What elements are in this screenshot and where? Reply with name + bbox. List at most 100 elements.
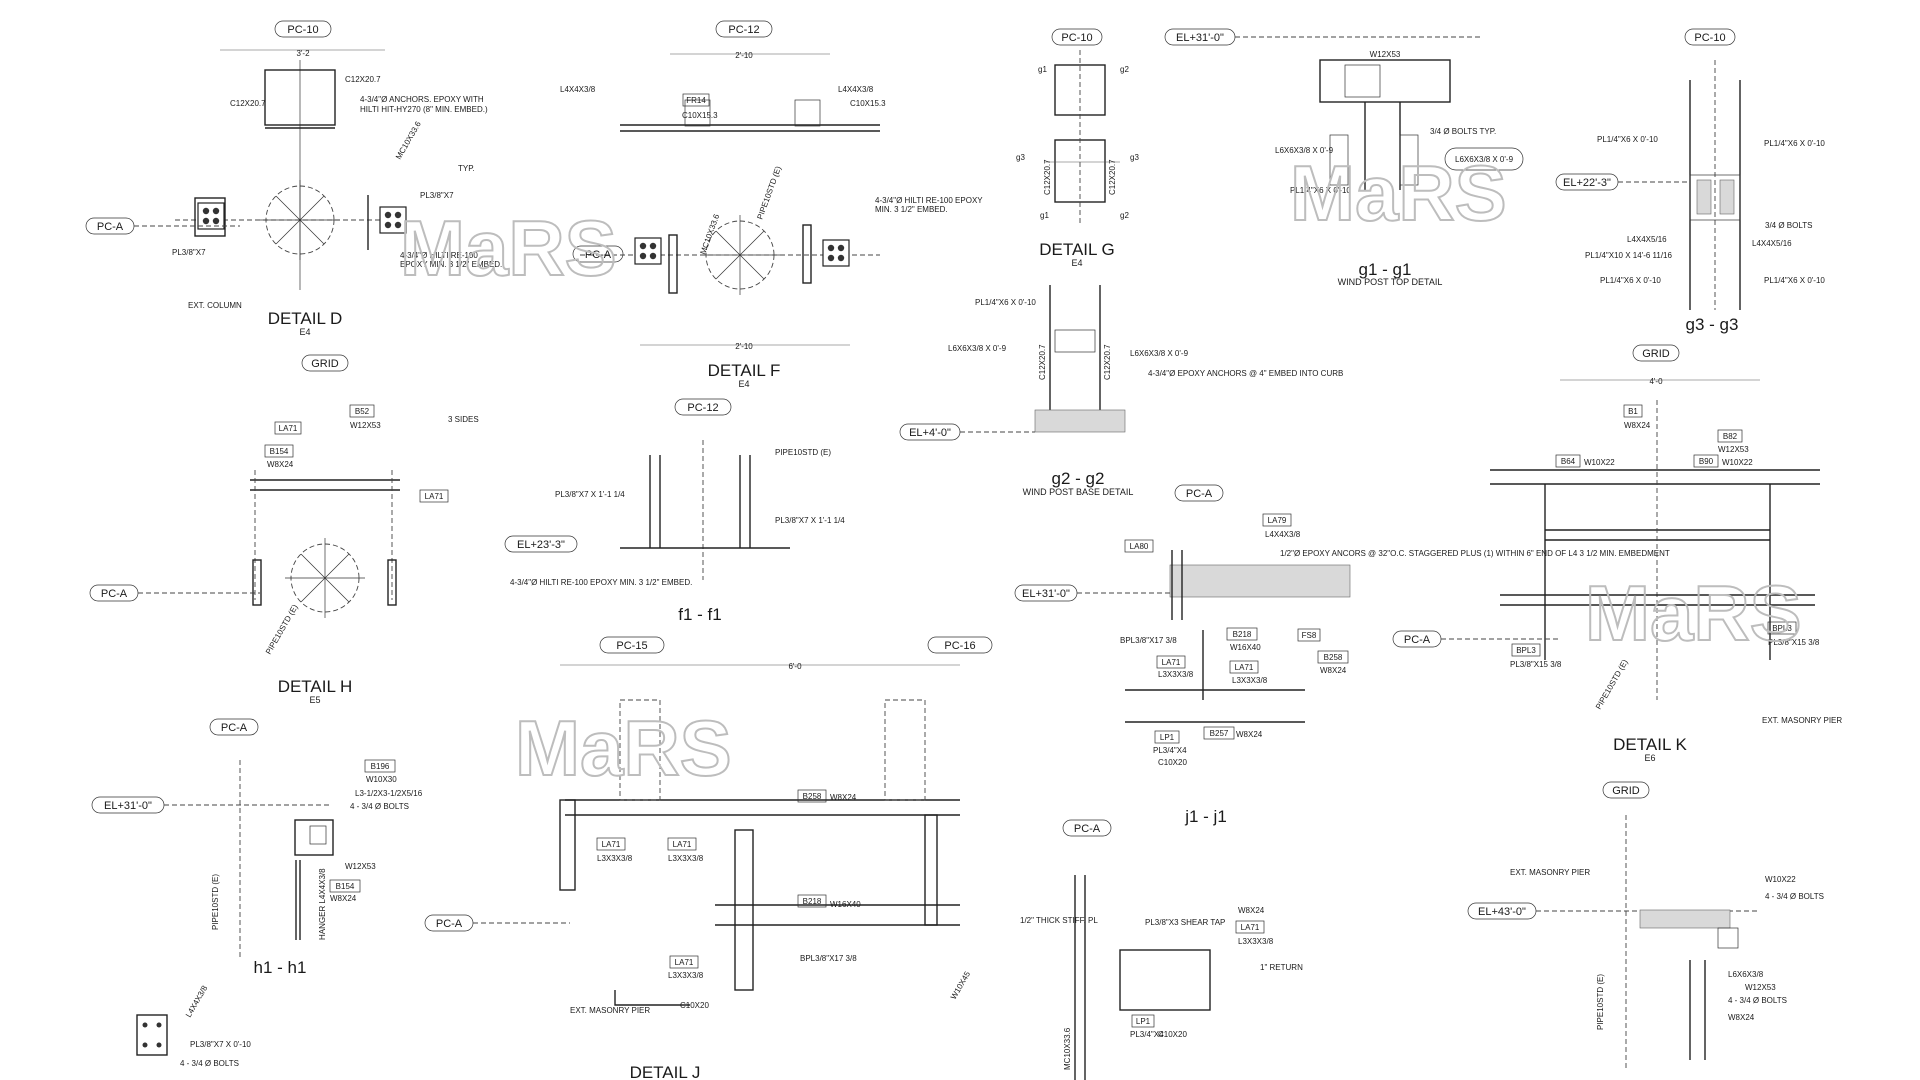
- annotation-note: 4-3/4"Ø HILTI RE-100 EPOXY: [875, 196, 983, 205]
- detail-title: h1 - h1: [254, 958, 307, 977]
- detail-f: PC-12 2'-10 PC-A L4X4X3/8 L4X4X3/8 C10X1…: [560, 20, 983, 389]
- section-j1: PC-A EL+31'-0" LA79 L4X4X3/8 1/2"Ø EPOXY…: [1014, 484, 1670, 826]
- member-label: L6X6X3/8: [1728, 970, 1764, 979]
- member-label: W12X53: [1370, 50, 1401, 59]
- member-label: PL3/4"X4: [1130, 1030, 1164, 1039]
- annotation-note: EPOXY MIN. 3 1/2" EMBED.: [400, 260, 502, 269]
- member-label: PL1/4"X6 X 0'-10: [1290, 186, 1351, 195]
- mark-tag: B90: [1699, 457, 1714, 466]
- elevation-tag: EL+22'-3": [1563, 177, 1611, 189]
- sheet-reference: E5: [309, 695, 320, 705]
- gridline-tag: PC-10: [1061, 32, 1092, 44]
- member-label: BPL3/8"X17 3/8: [1120, 636, 1177, 645]
- member-label: W12X53: [350, 421, 381, 430]
- mark-tag: LA71: [673, 840, 692, 849]
- member-label: L4X4X3/8: [184, 984, 210, 1019]
- elevation-tag: EL+31'-0": [1022, 588, 1070, 600]
- member-label: W8X24: [1320, 666, 1347, 675]
- dimension-text: 2'-10: [735, 342, 753, 351]
- member-label: PIPE10STD (E): [264, 603, 300, 656]
- gridline-tag: PC-A: [1404, 634, 1431, 646]
- watermark-group: MaRS MaRS MaRS MaRS: [399, 148, 1803, 793]
- member-label: L4X4X5/16: [1752, 239, 1792, 248]
- svg-text:g3: g3: [1016, 153, 1025, 162]
- member-label: C10X15.3: [850, 99, 886, 108]
- gridline-tag: PC-10: [287, 24, 318, 36]
- sheet-reference: E6: [1644, 753, 1655, 763]
- mark-tag: LA71: [425, 492, 444, 501]
- member-label: C10X20: [680, 1001, 709, 1010]
- mark-tag: B257: [1210, 729, 1229, 738]
- detail-g: PC-10 g1 g2 g3 g3 g1 g2 C12X20.7 C12X20.…: [1016, 28, 1139, 268]
- gridline-tag: PC-A: [585, 249, 612, 261]
- member-label: C12X20.7: [1103, 344, 1112, 380]
- dimension-text: 2'-10: [735, 51, 753, 60]
- watermark-text: MaRS: [1290, 149, 1507, 237]
- annotation-note: MIN. 3 1/2" EMBED.: [875, 205, 948, 214]
- member-label: L3X3X3/8: [668, 971, 704, 980]
- member-label: W12X53: [1745, 983, 1776, 992]
- member-label: PIPE10STD (E): [755, 165, 783, 221]
- section-g1: EL+31'-0" W12X53 3/4 Ø BOLTS TYP. L6X6X3…: [1164, 28, 1524, 287]
- annotation-note: HILTI HIT-HY270 (8" MIN. EMBED.): [360, 105, 488, 114]
- mark-tag: BPL3: [1516, 646, 1536, 655]
- member-label: W16X40: [830, 900, 861, 909]
- member-label: PL3/4"X4: [1153, 746, 1187, 755]
- member-label: L6X6X3/8 X 0'-9: [1130, 349, 1189, 358]
- member-label: C12X20.7: [1038, 344, 1047, 380]
- mark-tag: LP1: [1136, 1017, 1151, 1026]
- annotation-note: 4-3/4"Ø EPOXY ANCHORS @ 4" EMBED INTO CU…: [1148, 369, 1343, 378]
- mark-tag: B196: [371, 762, 390, 771]
- elevation-tag: EL+31'-0": [104, 800, 152, 812]
- gridline-tag: PC-12: [687, 402, 718, 414]
- annotation-note: 4 - 3/4 Ø BOLTS: [1728, 996, 1787, 1005]
- annotation-note: TYP.: [458, 164, 475, 173]
- gridline-tag: PC-A: [1186, 488, 1213, 500]
- dimension-text: 6'-0: [788, 662, 802, 671]
- gridline-tag: PC-A: [436, 918, 463, 930]
- section-bottom-right: GRID EL+43'-0" EXT. MASONRY PIER W10X22 …: [1467, 781, 1824, 1070]
- mark-tag: B154: [336, 882, 355, 891]
- annotation-note: 1" RETURN: [1260, 963, 1303, 972]
- detail-title: f1 - f1: [678, 605, 721, 624]
- detail-title: g2 - g2: [1052, 469, 1105, 488]
- gridline-tag: PC-A: [1074, 823, 1101, 835]
- gridline-tag: PC-12: [728, 24, 759, 36]
- mark-tag: LA79: [1268, 516, 1287, 525]
- member-label: L4X4X5/16: [1627, 235, 1667, 244]
- member-label: C10X15.3: [682, 111, 718, 120]
- member-label: L4X4X3/8: [1265, 530, 1301, 539]
- member-label: PL1/4"X6 X 0'-10: [1764, 276, 1825, 285]
- mark-tag: B218: [803, 897, 822, 906]
- member-label: PL3/8"X15 3/8: [1510, 660, 1562, 669]
- section-h1: PC-A EL+31'-0" B196 W10X30 L3-1/2X3-1/2X…: [91, 718, 423, 977]
- member-label: PL1/4"X6 X 0'-10: [1600, 276, 1661, 285]
- member-label: L3X3X3/8: [668, 854, 704, 863]
- mark-tag: LP1: [1160, 733, 1175, 742]
- small-plate-detail: L4X4X3/8 PL3/8"X7 X 0'-10 4 - 3/4 Ø BOLT…: [136, 984, 251, 1068]
- member-label: W8X24: [1236, 730, 1263, 739]
- svg-text:g2: g2: [1120, 65, 1129, 74]
- detail-title: j1 - j1: [1184, 807, 1227, 826]
- annotation-note: 3 SIDES: [448, 415, 479, 424]
- member-label: PL3/8"X7 X 1'-1 1/4: [775, 516, 845, 525]
- gridline-tag: PC-16: [944, 640, 975, 652]
- member-label: W12X53: [1718, 445, 1749, 454]
- section-f1: PC-12 EL+23'-3" PIPE10STD (E) PL3/8"X7 X…: [504, 398, 845, 624]
- annotation-note: 3/4 Ø BOLTS TYP.: [1430, 127, 1496, 136]
- member-label: W10X22: [1584, 458, 1615, 467]
- watermark-text: MaRS: [515, 704, 732, 792]
- annotation-note: 3/4 Ø BOLTS: [1765, 221, 1812, 230]
- member-label: W10X22: [1765, 875, 1796, 884]
- member-label: BPL3/8"X17 3/8: [800, 954, 857, 963]
- gridline-tag: GRID: [1642, 348, 1670, 360]
- elevation-tag: EL+31'-0": [1176, 32, 1224, 44]
- member-label: L3X3X3/8: [1232, 676, 1268, 685]
- annotation-note: 4-3/4"Ø HILTI RE-100 EPOXY MIN. 3 1/2" E…: [510, 578, 692, 587]
- mark-tag: B258: [1324, 653, 1343, 662]
- mark-tag: LA71: [675, 958, 694, 967]
- member-label: W8X24: [267, 460, 294, 469]
- annotation-note: 4-3/4"Ø ANCHORS. EPOXY WITH: [360, 95, 484, 104]
- member-label: MC10X33.6: [394, 119, 423, 161]
